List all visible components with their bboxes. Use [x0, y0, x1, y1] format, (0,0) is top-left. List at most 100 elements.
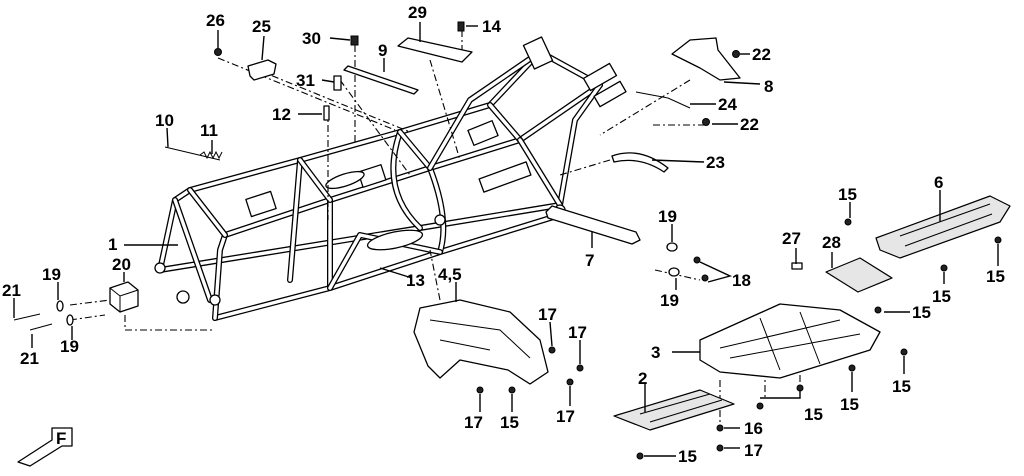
bolt-30: [350, 35, 359, 46]
callout-27: 27: [782, 229, 801, 248]
skid-plate-2: [613, 389, 735, 431]
strip-9: [343, 65, 419, 95]
callout-17-a: 17: [538, 305, 557, 324]
bolt-21-bottom: [29, 323, 53, 331]
bolt-18-a: [693, 256, 701, 264]
washer-19-left-top: [56, 300, 64, 312]
callout-28: 28: [822, 233, 841, 252]
callout-17-b: 17: [568, 323, 587, 342]
bolt-17-b: [576, 364, 584, 372]
callout-15-b: 15: [986, 267, 1005, 286]
callout-19-a: 19: [42, 265, 61, 284]
strap-23: [611, 152, 669, 173]
callout-15-fender: 15: [500, 413, 519, 432]
assembly-lines: [69, 30, 801, 430]
callout-17-d: 17: [464, 413, 483, 432]
front-direction-marker: F: [17, 427, 73, 467]
callout-8: 8: [764, 77, 773, 96]
callout-1: 1: [108, 235, 117, 254]
rod-24: [635, 91, 691, 109]
callout-2: 2: [638, 369, 647, 388]
bolt-17-d: [476, 386, 484, 394]
bar-7: [545, 205, 641, 245]
front-marker-letter: F: [56, 429, 66, 448]
block-20: [109, 281, 139, 313]
bolt-22-top: [732, 50, 740, 58]
callout-13: 13: [406, 271, 425, 290]
callout-25: 25: [252, 17, 271, 36]
callout-19-d: 19: [660, 291, 679, 310]
callout-15-f: 15: [840, 395, 859, 414]
callout-9: 9: [378, 41, 387, 60]
callout-11: 11: [200, 121, 218, 140]
bolt-15-j: [636, 452, 644, 460]
bolt-17-e: [716, 444, 724, 452]
skid-plate-3: [699, 303, 881, 379]
bolt-14: [457, 21, 465, 32]
callout-15-h: 15: [678, 447, 697, 466]
callout-labels: 1 2 3 4,5 6 7 8 9 10 11 12 13 14 15 15 1…: [2, 3, 1005, 466]
skid-plate-6: [875, 195, 1011, 259]
callout-19-b: 19: [60, 337, 79, 356]
clip-31: [333, 75, 342, 91]
rod-10: [164, 146, 221, 161]
plate-29: [397, 37, 473, 63]
callout-17-e: 17: [744, 441, 763, 460]
callout-17-c: 17: [556, 407, 575, 426]
plate-28: [825, 257, 893, 293]
callout-12: 12: [272, 105, 291, 124]
spring-11: [199, 150, 223, 160]
bracket-25: [247, 59, 277, 81]
callout-6: 6: [934, 173, 943, 192]
bolt-15-d: [940, 264, 948, 272]
leader-lines: [13, 22, 999, 457]
callout-15-d: 15: [912, 303, 931, 322]
callout-18: 18: [732, 271, 751, 290]
callout-31: 31: [296, 71, 315, 90]
callout-29: 29: [408, 3, 427, 22]
mud-guard-4-5: [413, 299, 549, 385]
callout-30: 30: [302, 29, 321, 48]
bolt-15-g: [848, 364, 856, 372]
callout-15-c: 15: [932, 287, 951, 306]
callout-22-b: 22: [740, 115, 759, 134]
callout-24: 24: [718, 95, 737, 114]
bolt-22-bottom: [702, 118, 710, 126]
callout-21-b: 21: [20, 349, 39, 368]
bolt-17-c: [566, 378, 574, 386]
callout-7: 7: [585, 251, 594, 270]
washer-19-left-bottom: [66, 314, 74, 326]
callout-21-a: 21: [2, 281, 21, 300]
bolt-15-b: [844, 218, 852, 226]
bolt-15-a: [508, 386, 516, 394]
washer-19-right-top: [666, 242, 678, 252]
callout-15-a: 15: [838, 185, 857, 204]
bracket-8: [671, 37, 741, 81]
nut-27: [791, 262, 803, 270]
screw-12: [323, 105, 330, 121]
callout-4-5: 4,5: [438, 265, 462, 284]
callout-20: 20: [112, 255, 131, 274]
bolt-15-c: [994, 236, 1002, 244]
bolt-17-a: [548, 346, 556, 354]
callout-14: 14: [482, 17, 501, 36]
callout-19-c: 19: [658, 207, 677, 226]
callout-3: 3: [651, 343, 660, 362]
bolt-21-top: [13, 313, 41, 321]
bolt-26: [214, 48, 222, 56]
bolt-18-b: [701, 274, 709, 282]
callout-26: 26: [206, 11, 225, 30]
callout-22-a: 22: [752, 45, 771, 64]
main-frame: [154, 36, 627, 321]
bolt-15-h: [756, 402, 764, 410]
bolt-15-e: [874, 306, 882, 314]
callout-15-e: 15: [892, 377, 911, 396]
bolt-15-f: [900, 348, 908, 356]
callout-10: 10: [155, 111, 174, 130]
callout-16: 16: [744, 419, 763, 438]
callout-15-g: 15: [804, 405, 823, 424]
washer-19-right-bottom: [668, 267, 680, 277]
callout-23: 23: [706, 153, 725, 172]
bolt-16: [716, 424, 724, 432]
